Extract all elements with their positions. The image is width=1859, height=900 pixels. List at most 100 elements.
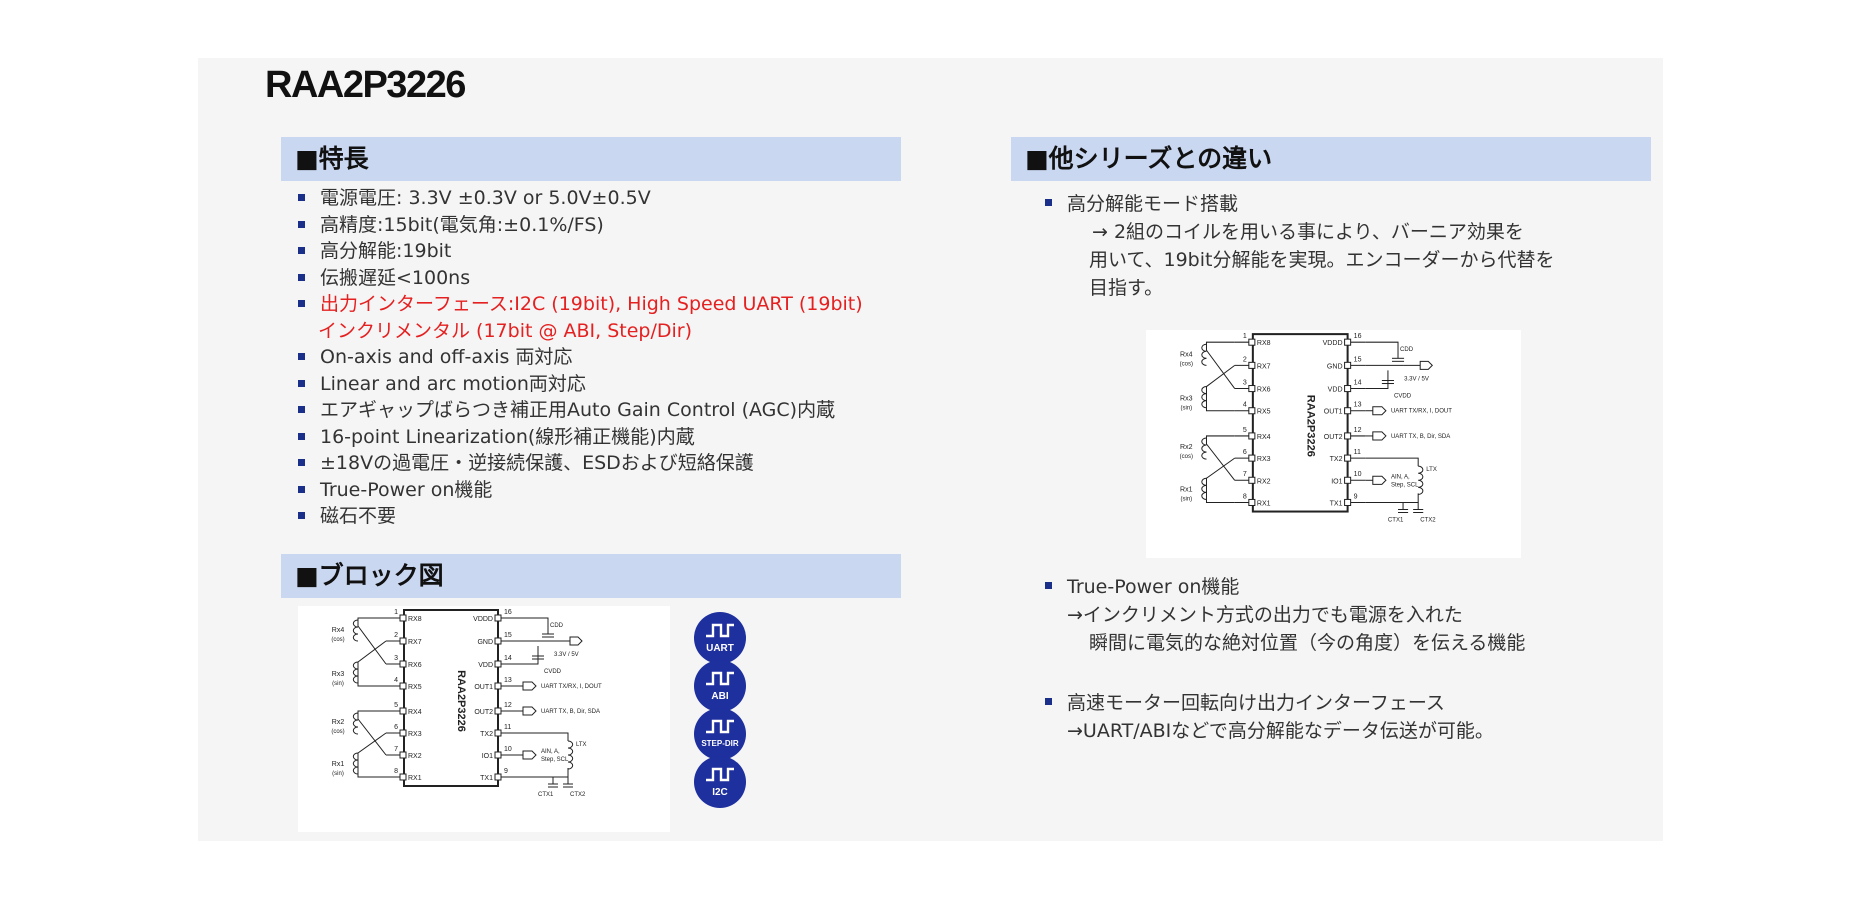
badge-step-dir: STEP-DIR bbox=[694, 708, 746, 760]
bullet-icon bbox=[298, 459, 305, 466]
bullet-icon bbox=[298, 273, 305, 281]
coil-label: (sin) bbox=[332, 681, 344, 687]
pin-number: 6 bbox=[1243, 449, 1247, 456]
feature-text: 出力インターフェース:I2C (19bit), High Speed UART … bbox=[320, 293, 863, 315]
coil-label: (cos) bbox=[1180, 454, 1193, 460]
pin-number: 3 bbox=[394, 655, 398, 662]
feature-item: 高精度:15bit(電気角:±0.1%/FS) bbox=[298, 212, 863, 239]
square-wave-icon bbox=[706, 767, 734, 782]
coil-wiring bbox=[357, 710, 387, 778]
pin-name: RX5 bbox=[408, 684, 422, 691]
badge-i2c: I2C bbox=[694, 756, 746, 808]
badge-label: I2C bbox=[712, 787, 728, 798]
coil-label: (sin) bbox=[332, 771, 344, 777]
pin-number: 16 bbox=[504, 609, 512, 616]
pin-number: 15 bbox=[1354, 356, 1362, 363]
feature-text: 16-point Linearization(線形補正機能)内蔵 bbox=[320, 425, 695, 448]
pin-pad bbox=[494, 773, 502, 781]
pin-name: GND bbox=[477, 639, 493, 646]
feature-item: 出力インターフェース:I2C (19bit), High Speed UART … bbox=[298, 291, 863, 318]
tx-coil bbox=[567, 740, 574, 770]
pin-pad bbox=[1248, 498, 1256, 506]
label-ctx2: CTX2 bbox=[1420, 518, 1436, 524]
badge-label: ABI bbox=[711, 691, 729, 702]
coil-label: (sin) bbox=[1180, 496, 1192, 502]
pin-pad bbox=[399, 682, 407, 690]
pin-name: RX8 bbox=[1257, 340, 1271, 347]
difference-item-1: 高分解能モード搭載 → 2組のコイルを用いる事により、バーニア効果を 用いて、1… bbox=[1045, 190, 1645, 302]
pin-name: IO1 bbox=[482, 753, 493, 760]
pin-pad bbox=[399, 707, 407, 715]
pin-number: 15 bbox=[504, 632, 512, 639]
feature-item-continuation: インクリメンタル (17bit @ ABI, Step/Dir) bbox=[318, 319, 693, 342]
pin-name: IO1 bbox=[1331, 478, 1342, 485]
pin-number: 16 bbox=[1354, 333, 1362, 340]
feature-text: True-Power on機能 bbox=[320, 478, 493, 501]
pin-name: RX2 bbox=[408, 753, 422, 760]
pin-number: 8 bbox=[394, 768, 398, 775]
label-cdd: CDD bbox=[1400, 347, 1414, 353]
chip-name: RAA2P3226 bbox=[455, 670, 467, 732]
pin-name: TX2 bbox=[1330, 456, 1343, 463]
chip-body bbox=[1251, 333, 1349, 513]
label-supply: 3.3V / 5V bbox=[1404, 376, 1429, 382]
pin-pad bbox=[1248, 432, 1256, 440]
coil-label: Rx1 bbox=[1180, 486, 1193, 493]
chip-body bbox=[403, 609, 499, 787]
pin-name: RX4 bbox=[408, 709, 422, 716]
pinout-diagram: RAA2P32261RX82RX73RX64RX55RX46RX37RX28RX… bbox=[1180, 333, 1452, 524]
pin-name: VDD bbox=[478, 662, 493, 669]
pin-pad bbox=[494, 751, 502, 759]
pin-name: TX1 bbox=[1330, 500, 1343, 507]
coil-label: Rx3 bbox=[1180, 396, 1193, 403]
label-ctx1: CTX1 bbox=[1388, 518, 1404, 524]
bullet-icon bbox=[1045, 582, 1052, 589]
pin-number: 12 bbox=[1354, 427, 1362, 434]
pin-name: RX6 bbox=[1257, 387, 1271, 394]
pin-name: RX7 bbox=[408, 639, 422, 646]
pin-name: TX2 bbox=[480, 731, 493, 738]
feature-text: On-axis and off-axis 両対応 bbox=[320, 346, 573, 368]
label-io1: Step, SCL bbox=[541, 757, 569, 763]
label-out2: UART TX, B, Dir, SDA bbox=[541, 709, 600, 715]
pin-number: 2 bbox=[394, 632, 398, 639]
pin-number: 10 bbox=[1354, 471, 1362, 478]
pin-pad bbox=[399, 660, 407, 668]
output-connector bbox=[1372, 431, 1387, 441]
pin-pad bbox=[399, 751, 407, 759]
pin-pad bbox=[494, 660, 502, 668]
features-heading: ■特長 bbox=[281, 137, 901, 181]
badge-label: UART bbox=[706, 643, 734, 654]
label-out2: UART TX, B, Dir, SDA bbox=[1391, 434, 1451, 440]
pin-number: 5 bbox=[394, 702, 398, 709]
pin-number: 4 bbox=[394, 677, 398, 684]
pin-name: GND bbox=[1327, 363, 1343, 370]
pin-number: 5 bbox=[1243, 427, 1247, 434]
pin-pad bbox=[1344, 498, 1352, 506]
pin-name: VDDD bbox=[1323, 340, 1343, 347]
label-io1: Step, SCL bbox=[1391, 482, 1419, 488]
connector bbox=[569, 636, 583, 646]
coil-winding bbox=[1201, 343, 1207, 366]
bullet-icon bbox=[298, 353, 305, 360]
difference-item-detail: 瞬間に電気的な絶対位置（今の角度）を伝える機能 bbox=[1089, 632, 1526, 654]
label-cvdd: CVDD bbox=[544, 669, 562, 675]
pin-pad bbox=[1344, 476, 1352, 484]
pin-pad bbox=[1344, 385, 1352, 393]
pin-number: 9 bbox=[504, 768, 508, 775]
label-ctx1: CTX1 bbox=[538, 792, 554, 798]
coil-winding bbox=[352, 619, 359, 642]
pin-name: RX3 bbox=[1257, 456, 1271, 463]
coil-label: Rx2 bbox=[1180, 444, 1193, 451]
pin-number: 12 bbox=[504, 702, 512, 709]
bullet-icon bbox=[298, 300, 305, 307]
pin-pad bbox=[1344, 407, 1352, 415]
pin-name: RX1 bbox=[408, 775, 422, 782]
pin-pad bbox=[399, 614, 407, 622]
difference-item-title: 高速モーター回転向け出力インターフェース bbox=[1067, 692, 1445, 714]
feature-item: 電源電圧: 3.3V ±0.3V or 5.0V±0.5V bbox=[298, 185, 863, 212]
pin-number: 6 bbox=[394, 724, 398, 731]
pin-name: OUT2 bbox=[474, 709, 493, 716]
